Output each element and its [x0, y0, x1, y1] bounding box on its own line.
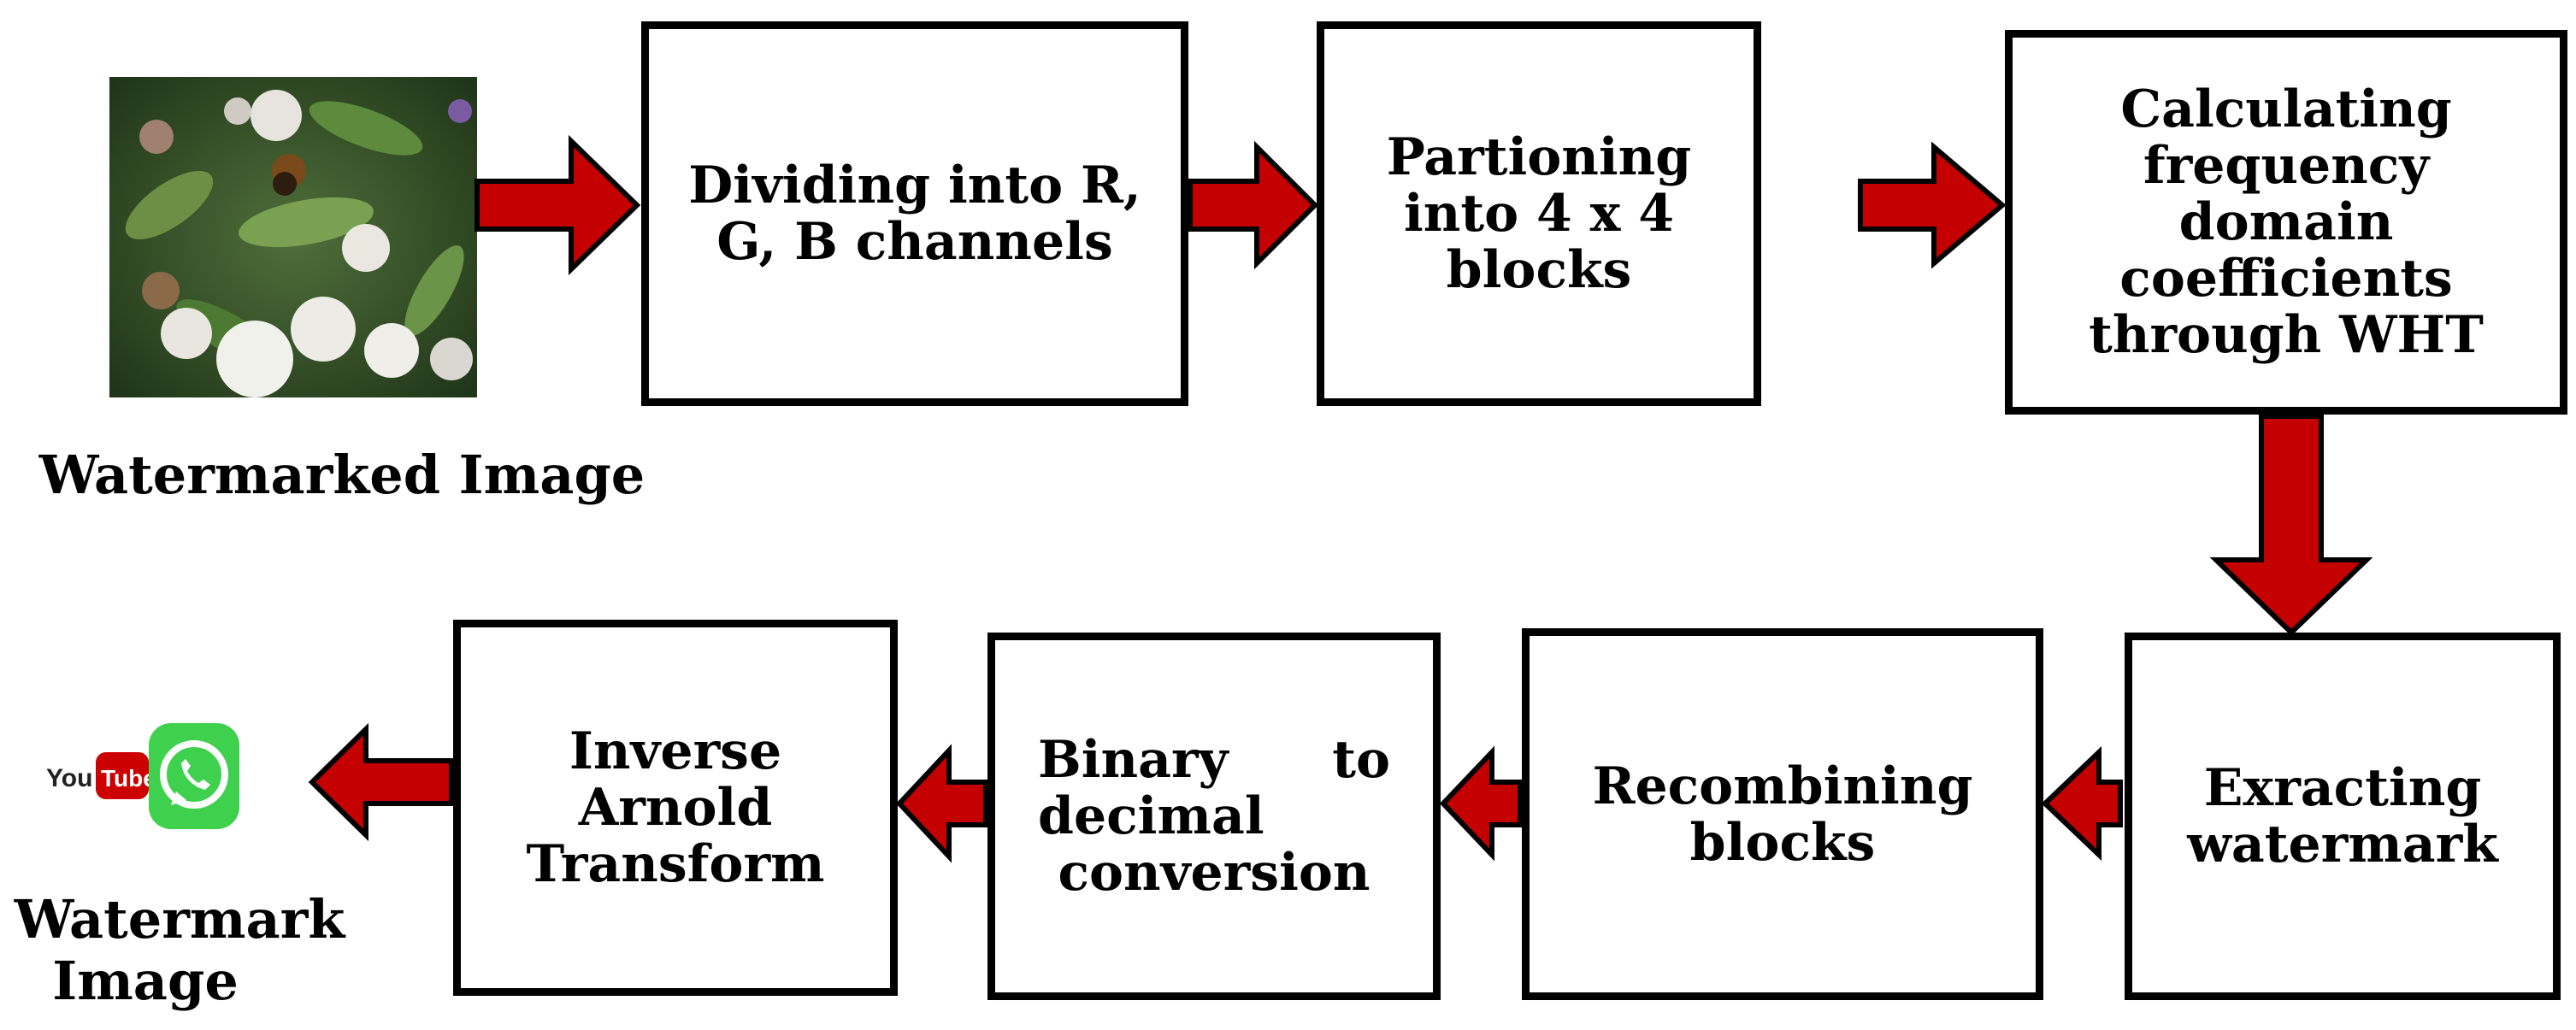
step-recombining-box: Recombining blocks — [1522, 628, 2043, 1000]
arrow-calculating-to-extracting — [2209, 414, 2373, 637]
youtube-logo-icon: You Tube — [46, 752, 156, 799]
youtube-you-text: You — [46, 764, 92, 792]
youtube-tube-text: Tube — [101, 765, 156, 792]
arrow-image-to-dividing — [475, 134, 641, 276]
arrow-inverse-to-watermark — [308, 722, 454, 842]
arrow-recombining-to-binary — [1439, 745, 1523, 862]
watermarked-flower-image — [109, 77, 477, 397]
step-calculating-box: Calculating frequency domain coefficient… — [2005, 30, 2567, 415]
step-recombining-label: Recombining blocks — [1592, 756, 1973, 873]
step-calculating-label: Calculating frequency domain coefficient… — [2089, 79, 2484, 365]
step-binary-label: Binary to decimal conversion — [1038, 730, 1390, 903]
step-extracting-label: Exracting watermark — [2187, 758, 2498, 874]
whatsapp-logo-icon — [149, 723, 239, 829]
arrow-partitioning-to-calculating — [1858, 141, 2007, 269]
step-inverse-box: Inverse Arnold Transform — [453, 620, 898, 996]
step-dividing-label: Dividing into R, G, B channels — [688, 156, 1141, 272]
watermark-image-caption-line2: Image — [52, 950, 239, 1012]
step-inverse-label: Inverse Arnold Transform — [526, 721, 825, 894]
step-dividing-box: Dividing into R, G, B channels — [641, 21, 1188, 406]
arrow-extracting-to-recombining — [2041, 746, 2123, 861]
step-binary-box: Binary to decimal conversion — [987, 633, 1441, 1000]
arrow-dividing-to-partitioning — [1188, 140, 1319, 270]
step-partitioning-box: Partioning into 4 x 4 blocks — [1317, 21, 1761, 406]
step-extracting-box: Exracting watermark — [2125, 633, 2561, 1000]
watermark-image-caption-line1: Watermark — [14, 888, 345, 951]
arrow-binary-to-inverse — [895, 744, 988, 863]
step-partitioning-label: Partioning into 4 x 4 blocks — [1386, 127, 1692, 300]
watermark-logos: You Tube — [46, 723, 239, 829]
watermarked-image-caption: Watermarked Image — [38, 444, 645, 506]
